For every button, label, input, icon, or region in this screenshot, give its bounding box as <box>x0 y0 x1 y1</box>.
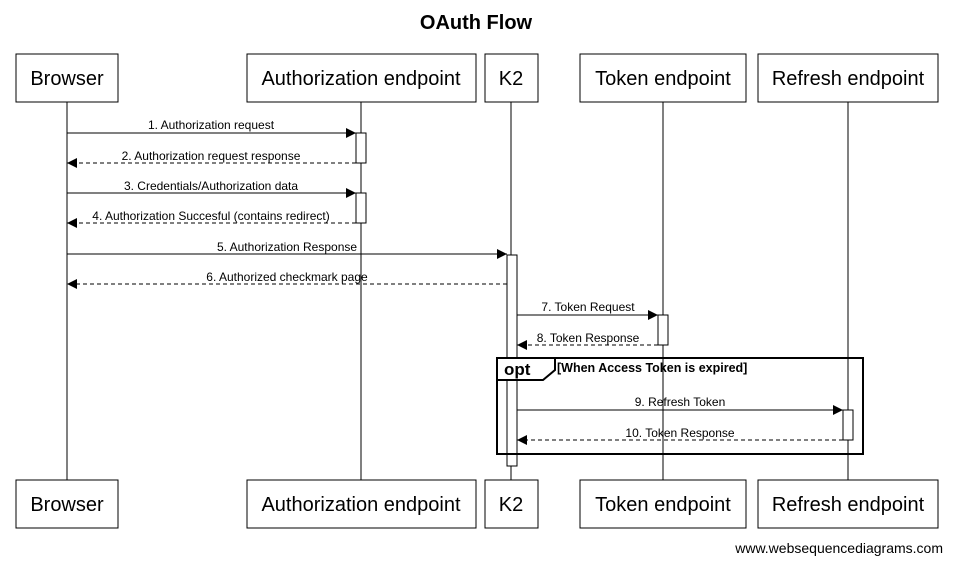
participant-token-endpoint-bottom-label: Token endpoint <box>595 494 731 516</box>
activation-refresh <box>842 409 854 441</box>
participant-authorization-endpoint-bottom-label: Authorization endpoint <box>261 494 460 516</box>
participant-browser-bottom-label: Browser <box>30 494 104 516</box>
message-10-label: 10. Token Response <box>625 426 735 440</box>
participants-top: Browser Authorization endpoint K2 Token … <box>15 53 939 103</box>
opt-fragment-frame <box>496 357 864 455</box>
diagram-title: OAuth Flow <box>420 12 533 34</box>
participant-k2-bottom <box>484 479 539 529</box>
message-4-label: 4. Authorization Succesful (contains red… <box>92 209 329 223</box>
message-5-label: 5. Authorization Response <box>217 240 357 254</box>
activation-authz-2 <box>355 192 367 224</box>
message-7-label: 7. Token Request <box>541 300 635 314</box>
participants-bottom: Browser Authorization endpoint K2 Token … <box>15 479 939 529</box>
activation-token <box>657 314 669 346</box>
message-8-label: 8. Token Response <box>537 331 640 345</box>
opt-fragment-type: opt <box>504 360 531 379</box>
participant-k2-top-label: K2 <box>499 68 523 90</box>
participant-token-endpoint-top <box>579 53 747 103</box>
participant-refresh-endpoint-bottom <box>757 479 939 529</box>
watermark-link[interactable]: www.websequencediagrams.com <box>734 540 943 556</box>
participant-k2-top <box>484 53 539 103</box>
opt-fragment: opt [When Access Token is expired] <box>496 357 864 455</box>
message-9-label: 9. Refresh Token <box>635 395 726 409</box>
participant-browser-bottom <box>15 479 119 529</box>
opt-fragment-condition: [When Access Token is expired] <box>557 361 747 375</box>
message-1-label: 1. Authorization request <box>148 118 275 132</box>
message-3-label: 3. Credentials/Authorization data <box>124 179 298 193</box>
participant-token-endpoint-top-label: Token endpoint <box>595 68 731 90</box>
message-2-label: 2. Authorization request response <box>122 149 301 163</box>
message-6-label: 6. Authorized checkmark page <box>206 270 368 284</box>
participant-authorization-endpoint-bottom <box>246 479 477 529</box>
participant-authorization-endpoint-top <box>246 53 477 103</box>
opt-fragment-tab <box>496 357 556 381</box>
messages: 1. Authorization request 2. Authorizatio… <box>67 118 843 445</box>
participant-authorization-endpoint-top-label: Authorization endpoint <box>261 68 460 90</box>
participant-browser-top-label: Browser <box>30 68 104 90</box>
participant-refresh-endpoint-bottom-label: Refresh endpoint <box>772 494 925 516</box>
participant-browser-top <box>15 53 119 103</box>
participant-refresh-endpoint-top-label: Refresh endpoint <box>772 68 925 90</box>
participant-k2-bottom-label: K2 <box>499 494 523 516</box>
participant-token-endpoint-bottom <box>579 479 747 529</box>
activation-authz-1 <box>355 132 367 164</box>
participant-refresh-endpoint-top <box>757 53 939 103</box>
